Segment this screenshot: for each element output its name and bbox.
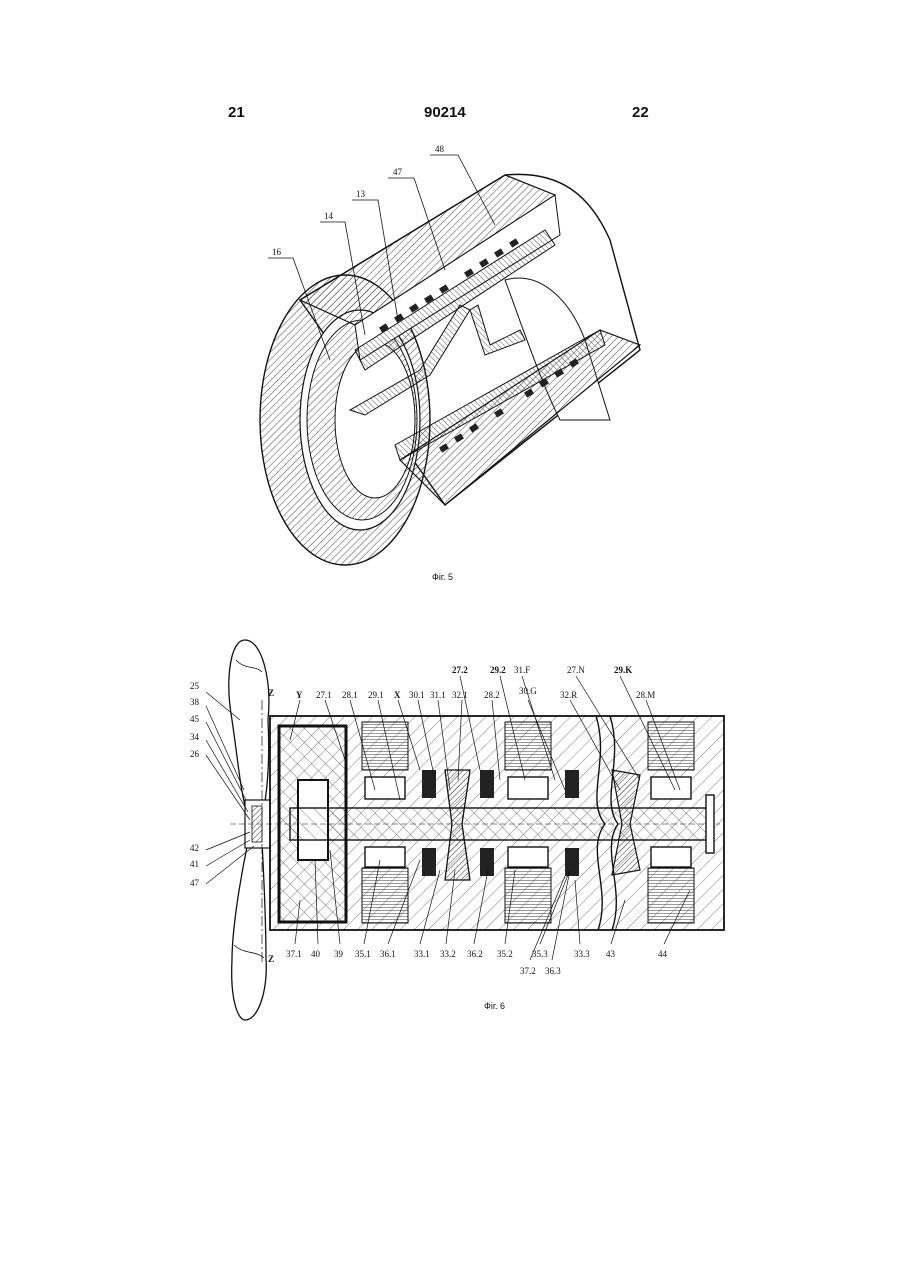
fig6-label-39: 39 bbox=[334, 949, 344, 959]
fig6-label-y: Y bbox=[296, 690, 303, 700]
fig6-label-25: 25 bbox=[190, 681, 200, 691]
fig6-label-26: 26 bbox=[190, 749, 200, 759]
fig6-label-32-r: 32.R bbox=[560, 690, 577, 700]
fig6-label-40: 40 bbox=[311, 949, 321, 959]
fig6-label-29-1: 29.1 bbox=[368, 690, 384, 700]
fig6-label-42: 42 bbox=[190, 843, 199, 853]
fig6-label-34: 34 bbox=[190, 732, 200, 742]
fig6-section-z-bottom: Z bbox=[268, 954, 274, 964]
fig6-label-37-2: 37.2 bbox=[520, 966, 536, 976]
fig6-label-33-3: 33.3 bbox=[574, 949, 590, 959]
fig6-section-z-top: Z bbox=[268, 688, 274, 698]
figure-6-caption: Фіг. 6 bbox=[484, 1001, 505, 1011]
fig6-label-47: 47 bbox=[190, 878, 200, 888]
fig6-label-36-3: 36.3 bbox=[545, 966, 561, 976]
fig6-label-28-1: 28.1 bbox=[342, 690, 358, 700]
fig6-label-36-1: 36.1 bbox=[380, 949, 396, 959]
fig6-label-38: 38 bbox=[190, 697, 200, 707]
fig6-label-30-1: 30.1 bbox=[409, 690, 425, 700]
fig6-label-35-2: 35.2 bbox=[497, 949, 513, 959]
fig6-label-x: X bbox=[394, 690, 401, 700]
fig6-label-27-2: 27.2 bbox=[452, 665, 468, 675]
fig6-label-37-1: 37.1 bbox=[286, 949, 302, 959]
fig6-label-29-2: 29.2 bbox=[490, 665, 506, 675]
fig6-label-27-1: 27.1 bbox=[316, 690, 332, 700]
fig6-label-33-2: 33.2 bbox=[440, 949, 456, 959]
fig6-label-31-f: 31.F bbox=[514, 665, 530, 675]
fig6-label-28-m: 28.M bbox=[636, 690, 655, 700]
fig6-label-28-2: 28.2 bbox=[484, 690, 500, 700]
fig6-label-44: 44 bbox=[658, 949, 668, 959]
fig6-label-41: 41 bbox=[190, 859, 199, 869]
fig6-label-31-1: 31.1 bbox=[430, 690, 446, 700]
fig6-label-35-3: 35.3 bbox=[532, 949, 548, 959]
fig6-label-32-1: 32.1 bbox=[452, 690, 468, 700]
fig6-label-43: 43 bbox=[606, 949, 616, 959]
fig6-label-35-1: 35.1 bbox=[355, 949, 371, 959]
fig6-label-27-n: 27.N bbox=[567, 665, 585, 675]
fig6-label-29-k: 29.K bbox=[614, 665, 632, 675]
fig6-label-33-1: 33.1 bbox=[414, 949, 430, 959]
fig6-label-36-2: 36.2 bbox=[467, 949, 483, 959]
fig6-label-45: 45 bbox=[190, 714, 200, 724]
